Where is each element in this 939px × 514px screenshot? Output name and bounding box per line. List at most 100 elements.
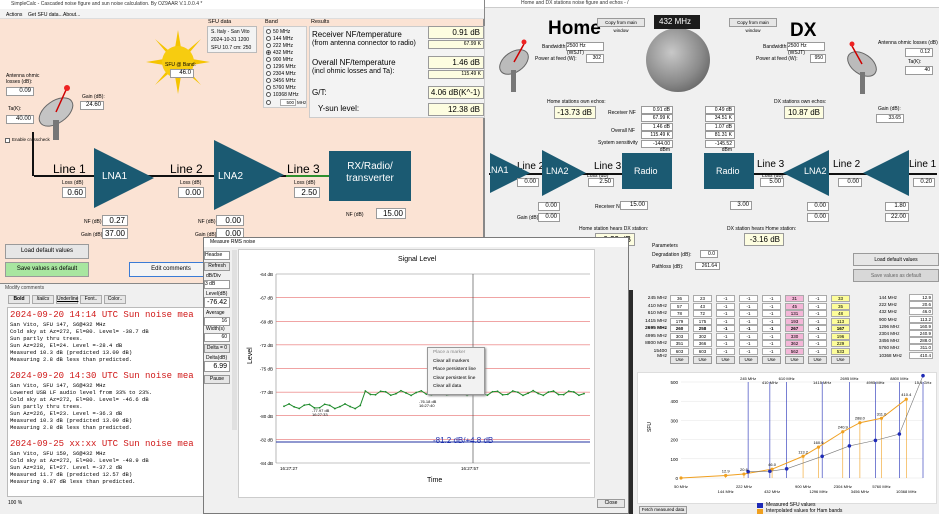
save-defaults-button[interactable]: Save values as default — [5, 262, 89, 277]
fetch-data-button[interactable]: Fetch measured data — [639, 506, 687, 514]
menu-actions[interactable]: Actions — [6, 12, 23, 18]
dx-ta-input[interactable]: 40 — [905, 66, 933, 75]
use-button[interactable]: Use — [716, 356, 735, 364]
refresh-button[interactable]: Refresh — [204, 262, 230, 271]
comment-line: Measuring 0.87 dB less than predicted. — [10, 478, 136, 485]
dx-ohmic-input[interactable]: 0.12 — [905, 48, 933, 57]
home-copy-button[interactable]: Copy from main window — [597, 18, 645, 33]
band-radio-3456-mhz[interactable]: 3456 MHz — [266, 78, 296, 85]
close-button[interactable]: Close — [597, 499, 625, 508]
crosscheck-checkbox[interactable] — [5, 138, 10, 143]
ohmic-input[interactable]: 0.09 — [6, 87, 34, 96]
custom-freq-input[interactable]: 500 — [280, 99, 296, 106]
use-button[interactable]: Use — [808, 356, 827, 364]
sfu-cell: -1 — [808, 302, 827, 310]
band-radio-900-mhz[interactable]: 900 MHz — [266, 57, 293, 64]
band-radio-2304-mhz[interactable]: 2304 MHz — [266, 71, 296, 78]
sfu-y-tick: 0 — [675, 476, 678, 481]
context-menu-item[interactable]: Place a marker — [433, 350, 466, 355]
delta-zero-button[interactable]: Delta = 0 — [204, 344, 230, 353]
dx-lna2-gain[interactable]: 0.00 — [807, 213, 829, 222]
dx-power-input[interactable]: 950 — [810, 54, 826, 63]
use-button[interactable]: Use — [693, 356, 712, 364]
interp-point — [724, 473, 728, 478]
band-radio-144-mhz[interactable]: 144 MHz — [266, 36, 293, 43]
band-radio-432-mhz[interactable]: 432 MHz — [266, 50, 293, 57]
comments-title: Modify comments — [5, 285, 45, 291]
menu-get-sfu[interactable]: Get SFU data... — [28, 12, 63, 18]
toolbar-underline-button[interactable]: Underline — [56, 295, 79, 304]
load-defaults-button[interactable]: Load default values — [5, 244, 89, 259]
device-select[interactable]: Headse — [204, 251, 230, 260]
toolbar-bold-button[interactable]: Bold — [8, 295, 30, 304]
line1-loss-input[interactable]: 0.60 — [62, 187, 86, 198]
rx-nf-input[interactable]: 15.00 — [376, 208, 406, 219]
measured-point — [873, 438, 878, 443]
home-power-input[interactable]: 302 — [586, 54, 604, 63]
dx-save-defaults-button[interactable]: Save values as default — [853, 269, 939, 282]
ta-input[interactable]: 40.00 — [6, 115, 34, 124]
home-line2-loss[interactable]: 0.00 — [517, 178, 539, 187]
band-radio-1296-mhz[interactable]: 1296 MHz — [266, 64, 296, 71]
dbdiv-select[interactable]: 3 dB — [204, 280, 230, 289]
pause-button[interactable]: Pause — [204, 375, 230, 384]
sfu-cell: 175 — [693, 317, 712, 325]
dx-lna1-gain[interactable]: 22.00 — [885, 213, 909, 222]
use-button[interactable]: Use — [762, 356, 781, 364]
band-radio-5760-mhz[interactable]: 5760 MHz — [266, 85, 296, 92]
lna1-gain-label: Gain (dB) — [81, 232, 103, 238]
moon-frequency: 432 MHz — [659, 17, 692, 26]
use-button[interactable]: Use — [739, 356, 758, 364]
use-button[interactable]: Use — [670, 356, 689, 364]
lna1-gain-input[interactable]: 37.00 — [102, 228, 128, 239]
sfu-cell: -1 — [808, 332, 827, 340]
dx-radio-nf[interactable]: 3.00 — [730, 201, 752, 210]
dx-lna1-nf[interactable]: 1.80 — [885, 202, 909, 211]
context-menu-item[interactable]: Place persistent line — [433, 367, 476, 372]
delta-readout: -81.2 dB/+4.8 dB — [433, 436, 494, 445]
dx-line1-loss[interactable]: 0.20 — [913, 178, 935, 187]
band-radio-222-mhz[interactable]: 222 MHz — [266, 43, 293, 50]
dx-bw-select[interactable]: 2500 Hz (WSJT) — [787, 42, 825, 56]
band-radio-50-mhz[interactable]: 50 MHz — [266, 29, 290, 36]
dx-copy-button[interactable]: Copy from main window — [729, 18, 777, 33]
context-menu-item[interactable]: Clear persistent line — [433, 375, 476, 381]
menu-about[interactable]: About... — [63, 12, 81, 18]
rms-scrollbar[interactable] — [232, 250, 237, 430]
line3-loss-input[interactable]: 2.50 — [294, 187, 320, 198]
gain-label: Gain (dB): — [82, 94, 105, 100]
lna1-nf-input[interactable]: 0.27 — [102, 215, 128, 226]
context-menu-item[interactable]: Clear all data — [433, 384, 462, 389]
dx-line3-loss[interactable]: 5.00 — [760, 178, 784, 187]
home-radio-nf[interactable]: 15.00 — [620, 201, 648, 210]
home-lna2-gain[interactable]: 0.00 — [538, 213, 560, 222]
degradation-input[interactable]: 0.0 — [700, 250, 718, 258]
dx-load-defaults-button[interactable]: Load default values — [853, 253, 939, 266]
home-bw-select[interactable]: 2500 Hz (WSJT) — [566, 42, 604, 56]
y-tick-label: -75 dB — [260, 367, 273, 372]
home-lna2-nf[interactable]: 0.00 — [538, 202, 560, 211]
use-button[interactable]: Use — [785, 356, 804, 364]
lna2-nf-input[interactable]: 0.00 — [216, 215, 244, 226]
rx-nf-result-label: Receiver NF/temperature — [312, 30, 402, 39]
home-radio-title: Radio — [634, 166, 658, 176]
dx-line2-loss[interactable]: 0.00 — [838, 178, 862, 187]
band-radio-custom[interactable] — [266, 100, 271, 105]
line2-loss-input[interactable]: 0.00 — [178, 187, 204, 198]
average-input[interactable]: 16 — [204, 317, 230, 326]
context-menu-item[interactable]: Clear all markers — [433, 358, 470, 364]
edit-comments-button[interactable]: Edit comments — [129, 262, 213, 277]
lna1-nf-label: NF (dB) — [84, 219, 102, 225]
width-input[interactable]: 60 — [204, 333, 230, 342]
band-radio-10368-mhz[interactable]: 10368 MHz — [266, 92, 299, 99]
use-button[interactable]: Use — [831, 356, 850, 364]
home-title: Home — [548, 18, 601, 39]
dx-lna2-nf[interactable]: 0.00 — [807, 202, 829, 211]
dx-gain-input[interactable]: 33.65 — [876, 114, 904, 123]
toolbar-color-button[interactable]: Color.. — [104, 295, 126, 304]
home-line3-loss[interactable]: 2.50 — [588, 178, 614, 187]
gain-input[interactable]: 24.60 — [80, 101, 104, 110]
toolbar-font-button[interactable]: Font.. — [80, 295, 102, 304]
toolbar-italics-button[interactable]: Italics — [32, 295, 54, 304]
